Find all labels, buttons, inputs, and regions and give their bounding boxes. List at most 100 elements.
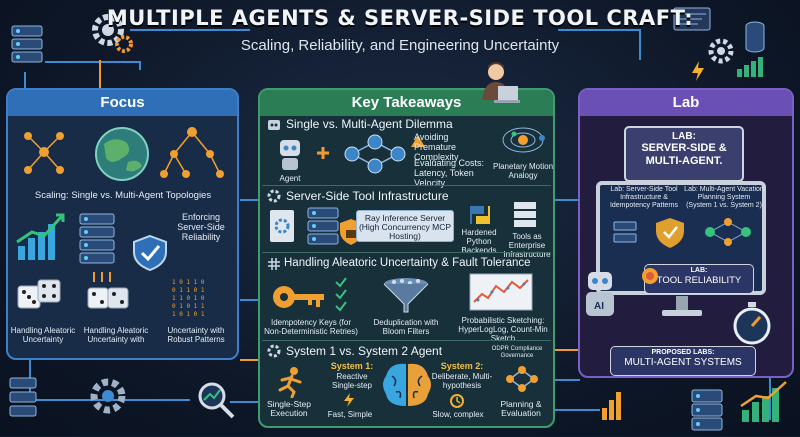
grid-icon — [266, 256, 282, 272]
monitor-stand-icon — [654, 296, 710, 318]
compliance-label: ODPR Compliance Governance — [491, 346, 543, 359]
lab-reliability-main: TOOL RELIABILITY — [656, 275, 742, 286]
takeaway-label: Idempotency Keys (for Non-Deterministic … — [264, 318, 358, 336]
brain-icon — [380, 360, 434, 410]
section-title: Handling Aleatoric Uncertainty & Fault T… — [284, 257, 531, 269]
sketch-chart-icon — [468, 272, 534, 312]
section-title: System 1 vs. System 2 Agent — [286, 344, 443, 358]
takeaway-label: Single-Step Execution — [267, 399, 311, 418]
system2-desc: Deliberate, Multi-hypothesis — [431, 372, 493, 390]
server-rack-icon — [306, 206, 340, 246]
svg-text:0 1 1 0 1: 0 1 1 0 1 — [172, 287, 205, 294]
takeaway-label: Avoiding Premature Complexity — [414, 132, 459, 162]
proposed-labs-badge: PROPOSED LABS: MULTI-AGENT SYSTEMS — [610, 346, 756, 376]
focus-item-label: Uncertainty with Robust Patterns — [167, 326, 225, 344]
focus-scaling-label: Scaling: Single vs. Multi-Agent Topologi… — [34, 190, 212, 201]
planetary-orbit-icon — [500, 120, 546, 160]
gear-icon — [88, 10, 134, 56]
person-laptop-icon — [476, 60, 520, 108]
award-medal-icon — [640, 266, 660, 288]
growth-chart-icon — [738, 380, 790, 424]
gear-icon — [86, 374, 130, 418]
svg-text:1 1 0 1 0: 1 1 0 1 0 — [172, 295, 205, 302]
network-topology-icon — [14, 122, 229, 186]
lab-tool-reliability-badge: LAB: TOOL RELIABILITY — [644, 264, 754, 294]
section-divider — [262, 340, 551, 341]
gear-icon — [266, 188, 282, 204]
plus-icon — [316, 146, 330, 160]
database-icon — [744, 20, 766, 54]
lab-screen-right-label: Lab: Multi-Agent Vacation Planning Syste… — [684, 186, 764, 209]
lab-server-side-badge: LAB: SERVER-SIDE & MULTI-AGENT. — [624, 126, 744, 182]
system1-speed: Fast, Simple — [327, 410, 373, 419]
runner-icon — [276, 366, 306, 399]
gear-icon — [706, 36, 736, 66]
robot-icon — [274, 136, 306, 172]
lab-badge-top: LAB: — [672, 131, 696, 142]
key-takeaways-panel: Key Takeaways — [258, 88, 555, 428]
server-rack-icon — [8, 376, 38, 426]
growth-chart-icon — [14, 212, 66, 262]
section-divider — [262, 185, 551, 186]
page-subtitle: Scaling, Reliability, and Engineering Un… — [240, 37, 560, 54]
document-icon — [672, 6, 712, 32]
focus-reliability-label: Enforcing Server-Side Reliability — [177, 212, 225, 242]
checklist-icon — [334, 276, 348, 312]
robot-icon: AI — [580, 268, 620, 320]
takeaway-label: Tools as Enterprise Infrastructure — [503, 232, 551, 259]
lightning-icon — [342, 392, 356, 408]
takeaway-label: Hardened Python Backends — [461, 228, 497, 255]
magnifier-chart-icon — [196, 380, 236, 420]
robot-icon — [266, 116, 282, 132]
lightning-icon — [690, 60, 706, 82]
shield-check-icon — [130, 234, 170, 272]
focus-item-label: Handling Aleatoric Uncertainty with — [83, 326, 149, 344]
page-title: MULTIPLE AGENTS & SERVER-SIDE TOOL CRAFT… — [106, 6, 694, 30]
bar-chart-icon — [600, 388, 626, 422]
server-rack-icon — [690, 388, 724, 432]
clock-icon — [450, 394, 464, 408]
lab-shield-network-icon — [610, 216, 760, 250]
planning-flow-icon — [502, 364, 542, 394]
key-icon — [270, 280, 334, 314]
stopwatch-icon — [732, 300, 772, 346]
system1-title: System 1: — [330, 361, 374, 371]
takeaway-label: Deduplication with Bloom Filters — [373, 318, 439, 336]
funnel-filter-icon — [380, 276, 432, 314]
dice-icon — [84, 270, 132, 316]
svg-text:1 0 1 0 1: 1 0 1 0 1 — [172, 311, 205, 318]
takeaway-label: Planetary Motion Analogy — [492, 162, 554, 180]
lab-badge-main: SERVER-SIDE & MULTI-AGENT. — [641, 142, 727, 167]
bar-chart-icon — [735, 55, 765, 79]
system1-desc: Reactive Single-step — [331, 372, 373, 390]
gear-icon — [266, 343, 282, 359]
multi-agent-network-icon — [340, 134, 410, 174]
warning-icon — [410, 134, 426, 148]
ray-inference-server-card: Ray Inference Server (High Concurrency M… — [356, 210, 454, 242]
system2-title: System 2: — [440, 361, 484, 371]
agent-label: Agent — [279, 174, 301, 183]
lab-reliability-top: LAB: — [690, 267, 708, 274]
server-rack-icon — [512, 200, 538, 228]
proposed-labs-main: MULTI-AGENT SYSTEMS — [624, 357, 742, 368]
section-title: Server-Side Tool Infrastructure — [286, 189, 449, 203]
lab-panel-title: Lab — [580, 90, 792, 116]
document-gear-icon — [268, 208, 296, 244]
proposed-labs-top: PROPOSED LABS: — [651, 349, 715, 356]
python-icon — [466, 202, 494, 228]
section-title: Single vs. Multi-Agent Dilemma — [286, 117, 453, 131]
svg-text:AI: AI — [594, 301, 604, 312]
focus-panel-title: Focus — [8, 90, 237, 116]
svg-text:1 0 1 1 0: 1 0 1 1 0 — [172, 279, 205, 286]
lab-screen-left-label: Lab: Server-Side Tool Infrastructure & I… — [609, 186, 679, 209]
system2-speed: Slow, complex — [432, 410, 484, 419]
server-rack-icon — [10, 24, 44, 64]
focus-item-label: Handling Aleatoric Uncertainty — [10, 326, 76, 344]
takeaway-label: Probabilistic Sketching: HyperLogLog, Co… — [458, 316, 548, 343]
section-divider — [262, 252, 551, 253]
takeaway-label: Evaluating Costs: Latency, Token Velocit… — [414, 158, 485, 188]
svg-text:0 1 0 1 1: 0 1 0 1 1 — [172, 303, 205, 310]
dice-icon — [14, 276, 64, 316]
